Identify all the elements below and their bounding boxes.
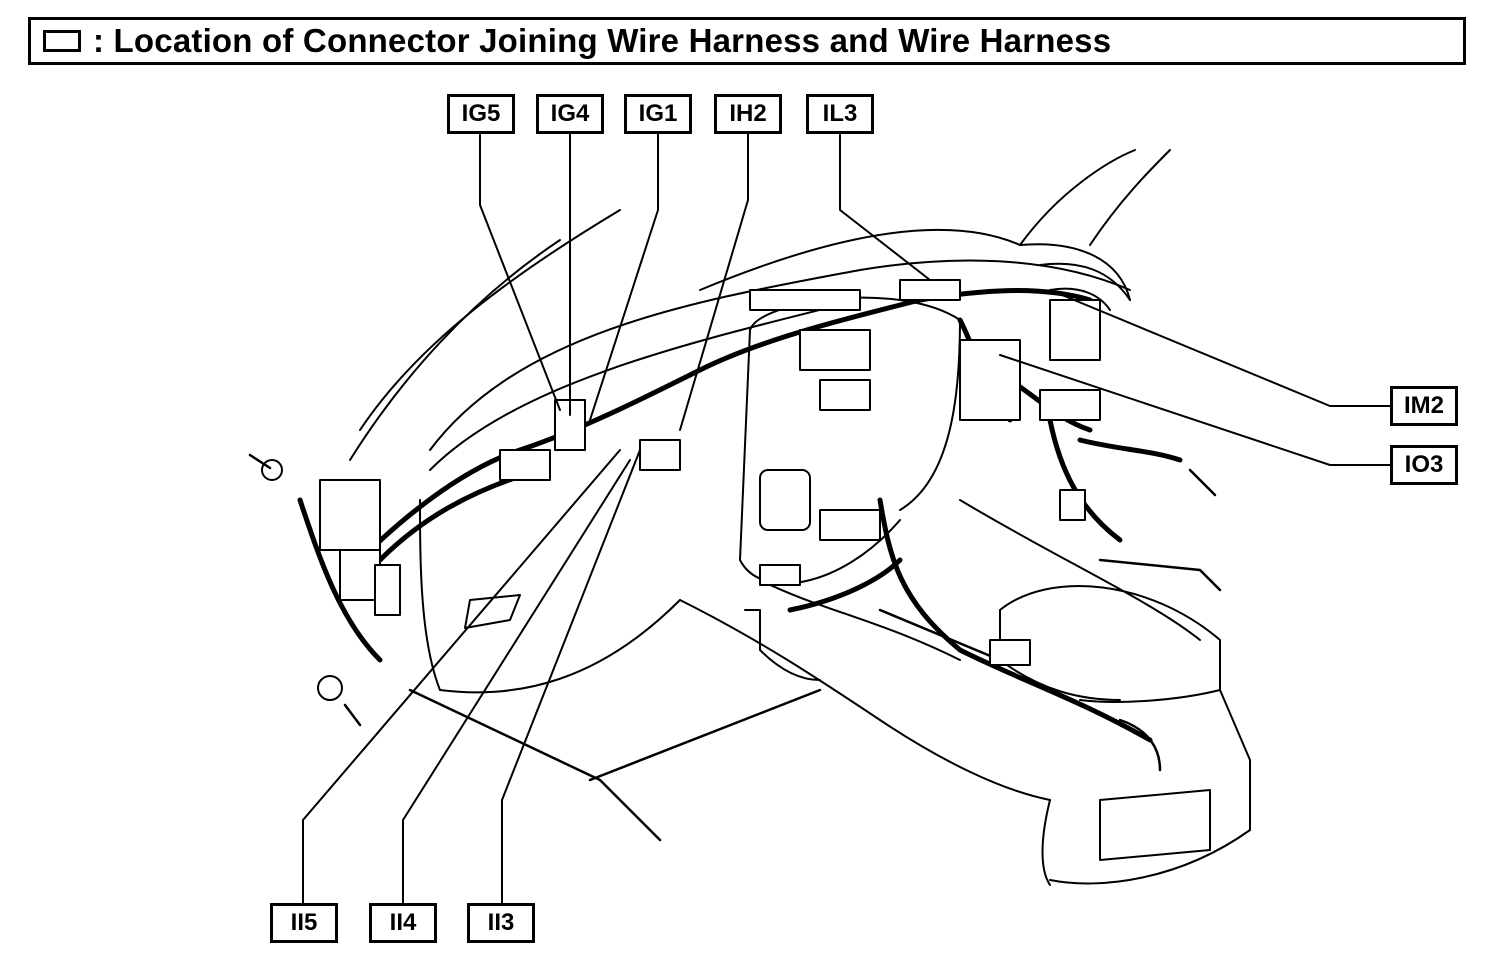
- wire-runs: [248, 453, 1222, 842]
- connector-label-im2: IM2: [1390, 386, 1458, 426]
- connector-label-ih2: IH2: [714, 94, 782, 134]
- connector-label-ii5: II5: [270, 903, 338, 943]
- vehicle-body-outline: [261, 149, 1251, 886]
- wire-harness-bundles: [297, 288, 1183, 743]
- connector-label-ii4: II4: [369, 903, 437, 943]
- leader-lines: [302, 132, 1391, 904]
- title-box: : Location of Connector Joining Wire Har…: [28, 17, 1466, 65]
- connector-label-ii3: II3: [467, 903, 535, 943]
- connector-label-ig1: IG1: [624, 94, 692, 134]
- connector-label-il3: IL3: [806, 94, 874, 134]
- connector-label-io3: IO3: [1390, 445, 1458, 485]
- connector-label-ig4: IG4: [536, 94, 604, 134]
- connector-label-ig5: IG5: [447, 94, 515, 134]
- page-title: : Location of Connector Joining Wire Har…: [93, 22, 1112, 59]
- connector-box-icon: [43, 30, 81, 52]
